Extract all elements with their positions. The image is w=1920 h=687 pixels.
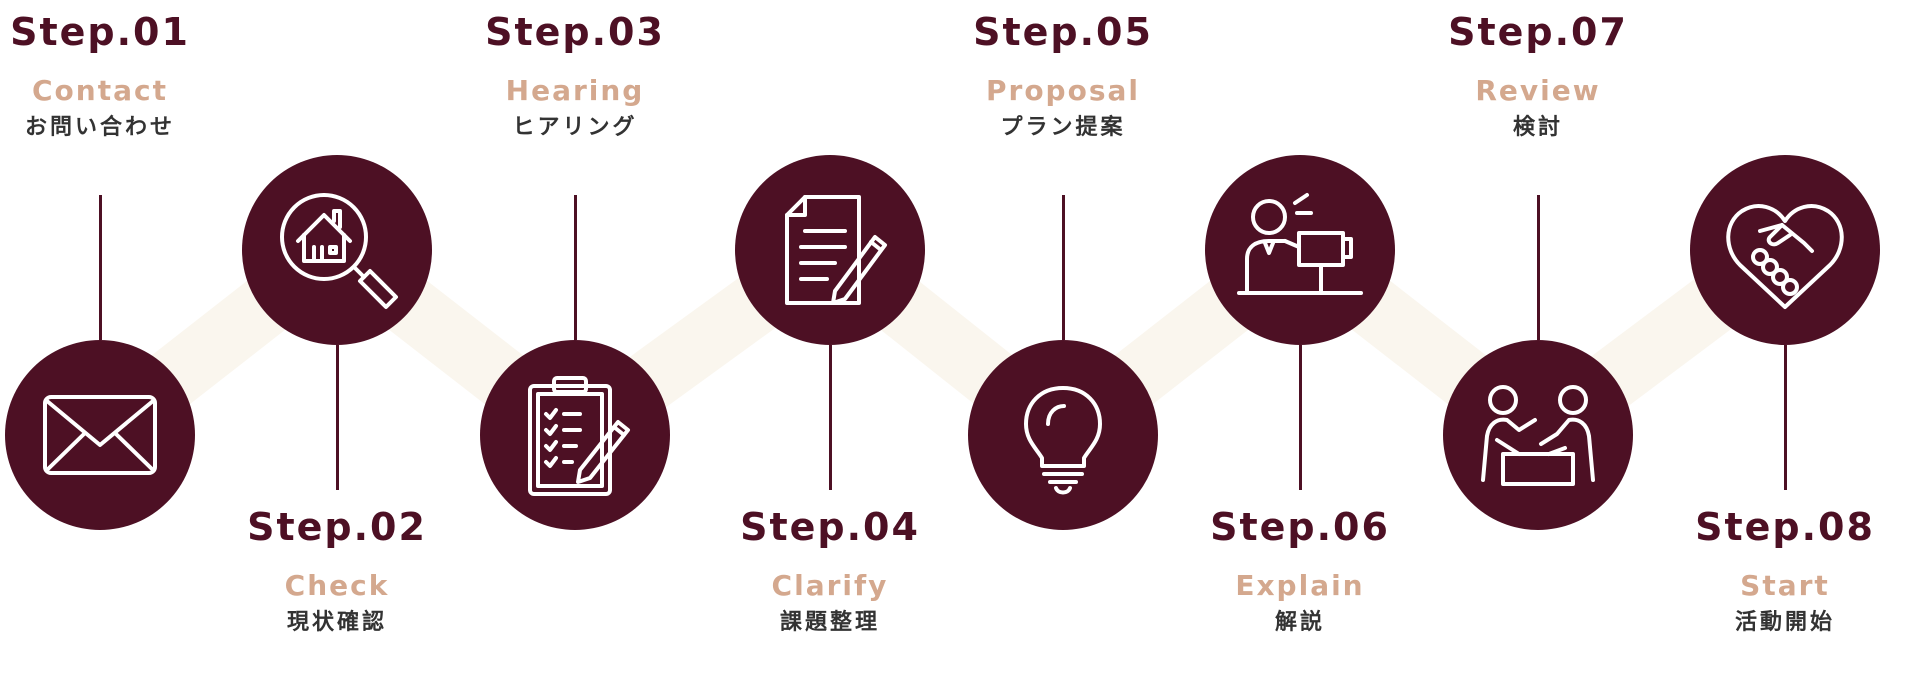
step-01-en: Contact (32, 74, 168, 107)
presenter-icon (1237, 193, 1363, 295)
step-08-label: Step.08 Start 活動開始 (1625, 505, 1920, 637)
step-03-connector (573, 195, 577, 340)
step-05-connector (1061, 195, 1065, 340)
step-05-en: Proposal (985, 74, 1140, 107)
step-02-en: Check (284, 569, 390, 602)
envelope-icon (43, 395, 157, 475)
step-07-circle (1443, 340, 1633, 530)
step-04-title: Step.04 (740, 505, 920, 549)
step-01-circle (5, 340, 195, 530)
step-07-label: Step.07 Review 検討 (1378, 10, 1698, 142)
step-07-connector (1536, 195, 1540, 340)
step-02-connector (335, 345, 339, 490)
step-06-connector (1298, 345, 1302, 490)
step-06-label: Step.06 Explain 解説 (1140, 505, 1460, 637)
step-03-en: Hearing (505, 74, 645, 107)
step-01-ja: お問い合わせ (24, 115, 175, 140)
step-07-en: Review (1475, 74, 1601, 107)
handshake-heart-icon (1726, 204, 1844, 309)
step-01-connector (98, 195, 102, 340)
step-04-connector (828, 345, 832, 490)
step-08-connector (1783, 345, 1787, 490)
step-05-ja: プラン提案 (1000, 115, 1126, 140)
lightbulb-icon (1024, 386, 1102, 495)
step-02-label: Step.02 Check 現状確認 (177, 505, 497, 637)
step-05-title: Step.05 (973, 10, 1153, 54)
step-03-label: Step.03 Hearing ヒアリング (415, 10, 735, 142)
step-03-title: Step.03 (485, 10, 665, 54)
step-06-title: Step.06 (1210, 505, 1390, 549)
step-07-ja: 検討 (1512, 115, 1563, 140)
step-03-circle (480, 340, 670, 530)
step-08-ja: 活動開始 (1734, 610, 1835, 635)
step-04-circle (735, 155, 925, 345)
step-04-label: Step.04 Clarify 課題整理 (670, 505, 990, 637)
step-08-circle (1690, 155, 1880, 345)
step-06-en: Explain (1235, 569, 1365, 602)
step-08-title: Step.08 (1695, 505, 1875, 549)
step-02-title: Step.02 (247, 505, 427, 549)
house-search-icon (280, 193, 398, 309)
step-02-circle (242, 155, 432, 345)
step-04-en: Clarify (771, 569, 889, 602)
step-04-ja: 課題整理 (779, 610, 880, 635)
meeting-icon (1481, 385, 1595, 486)
document-pen-icon (785, 195, 887, 305)
step-01-label: Step.01 Contact お問い合わせ (0, 10, 260, 142)
step-07-title: Step.07 (1448, 10, 1628, 54)
step-06-circle (1205, 155, 1395, 345)
step-01-title: Step.01 (10, 10, 190, 54)
step-03-ja: ヒアリング (512, 115, 638, 140)
step-06-ja: 解説 (1274, 610, 1325, 635)
step-05-circle (968, 340, 1158, 530)
step-05-label: Step.05 Proposal プラン提案 (903, 10, 1223, 142)
clipboard-checklist-icon (528, 376, 630, 496)
step-08-en: Start (1740, 569, 1830, 602)
step-02-ja: 現状確認 (286, 610, 387, 635)
